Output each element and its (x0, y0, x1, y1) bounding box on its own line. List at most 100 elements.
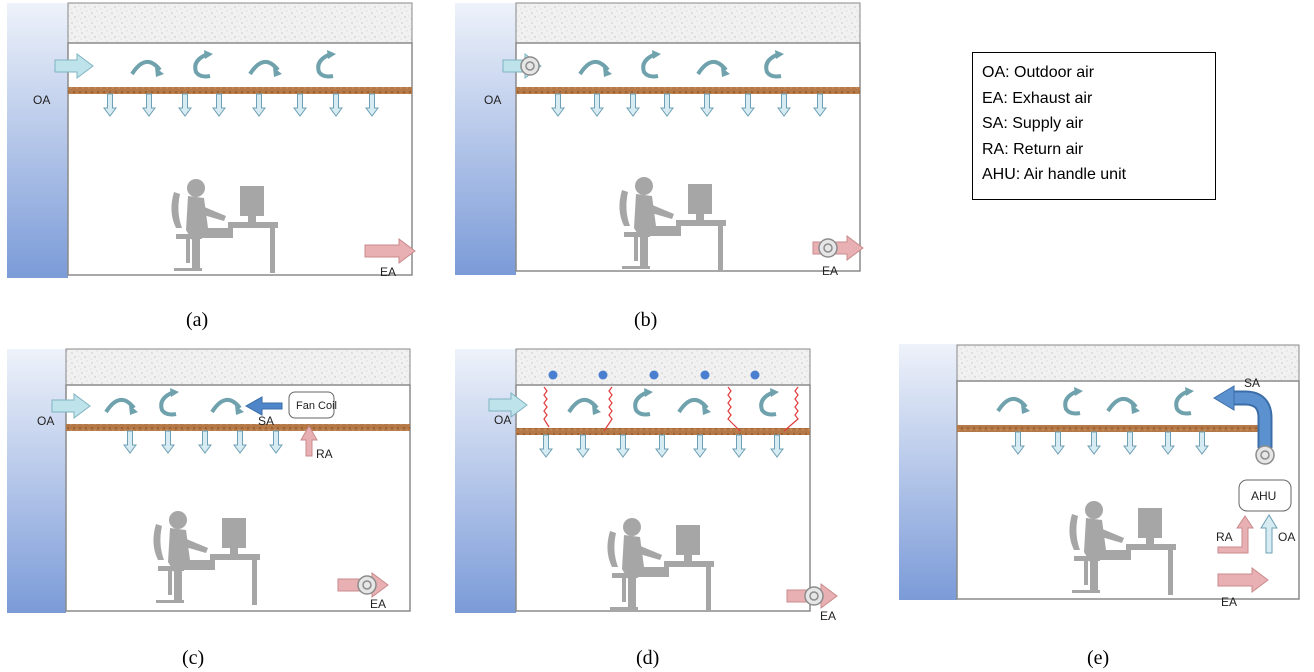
ahu-label: AHU (1251, 489, 1276, 503)
airflow-swirl (578, 59, 614, 79)
spacer-2 (250, 396, 280, 401)
airflow-swirl (996, 396, 1032, 416)
sa-arrowhead (1213, 385, 1235, 411)
down-arrow-icon (365, 93, 379, 117)
airflow-swirl (210, 397, 246, 417)
raised-floor (66, 424, 410, 431)
person-icon (171, 179, 278, 273)
person-icon (607, 518, 714, 612)
ahu-unit (1238, 479, 1292, 512)
ea-label: EA (820, 609, 836, 623)
person-icon (619, 177, 726, 271)
down-arrow-icon (770, 434, 784, 458)
ea-label: EA (370, 597, 386, 611)
airflow-swirl (696, 59, 732, 79)
oa-label: OA (37, 414, 54, 428)
airflow-swirl (159, 386, 181, 417)
down-arrow-icon (551, 93, 565, 117)
fan-coil-unit (288, 391, 335, 419)
down-arrow-icon (741, 93, 755, 117)
airflow-swirl (633, 386, 655, 417)
panel-b: OA EA (b) (455, 2, 864, 331)
legend: OA: Outdoor air EA: Exhaust air SA: Supp… (972, 52, 1216, 200)
airflow-swirl (1174, 385, 1196, 416)
oa-arrow (1260, 514, 1278, 554)
sa-arrow (244, 396, 283, 416)
ceiling-slab (515, 2, 861, 44)
airflow-swirl (759, 386, 781, 417)
airflow-swirl (1063, 385, 1085, 416)
ea-label: EA (1221, 595, 1237, 609)
oa-label: OA (494, 413, 511, 427)
fan-icon (804, 586, 824, 606)
down-arrow-icon (142, 93, 156, 117)
down-arrow-icon (178, 93, 192, 117)
airflow-swirl (641, 48, 663, 79)
fan-icon (818, 238, 838, 258)
down-arrow-icon (1195, 431, 1209, 455)
ea-arrow (1217, 567, 1269, 593)
down-arrow-icon (123, 430, 137, 454)
down-arrow-icon (103, 93, 117, 117)
ceiling-slab (65, 348, 411, 386)
exterior-wall (455, 3, 516, 275)
down-arrow-icon (233, 430, 247, 454)
fan-icon (1255, 445, 1275, 465)
raised-floor (516, 87, 860, 94)
person-icon (153, 511, 260, 605)
down-arrow-icon (329, 93, 343, 117)
down-arrow-icon (590, 93, 604, 117)
down-arrow-icon (161, 430, 175, 454)
ra-arrow (1217, 515, 1254, 554)
down-arrow-icon (1011, 431, 1025, 455)
down-arrow-icon (693, 434, 707, 458)
fan-icon (520, 56, 540, 76)
caption-b: (b) (634, 309, 657, 331)
caption-a: (a) (186, 309, 208, 331)
oa-label: OA (33, 93, 50, 107)
caption-d: (d) (636, 647, 659, 669)
room-outline (956, 380, 1300, 600)
down-arrow-icon (212, 93, 226, 117)
radiant-pipe-icon (598, 370, 608, 380)
panel-a: OA EA (a) (7, 2, 416, 331)
radiant-pipe-icon (700, 370, 710, 380)
person-icon (1069, 501, 1176, 595)
down-arrow-icon (293, 93, 307, 117)
down-arrow-icon (269, 430, 283, 454)
panel-d: OA EA (d) (455, 348, 838, 669)
down-arrow-icon (700, 93, 714, 117)
down-arrow-icon (1161, 431, 1175, 455)
airflow-swirl (1106, 396, 1142, 416)
down-arrow-icon (813, 93, 827, 117)
down-arrow-icon (732, 434, 746, 458)
raised-floor (957, 425, 1269, 432)
exterior-wall (899, 344, 957, 600)
down-arrow-icon (655, 434, 669, 458)
radiant-waves (543, 386, 799, 432)
airflow-swirl (193, 48, 215, 79)
exterior-wall (7, 349, 66, 613)
down-arrow-icon (539, 434, 553, 458)
radiant-pipe-icon (750, 370, 760, 380)
fan-icon (357, 575, 377, 595)
airflow-swirl (567, 397, 603, 417)
airflow-swirl (764, 48, 786, 79)
down-arrow-icon (616, 434, 630, 458)
ra-label: RA (1216, 530, 1233, 544)
ra-label: RA (316, 447, 333, 461)
ceiling-slab (67, 2, 413, 44)
down-arrow-icon (1123, 431, 1137, 455)
legend-item-oa: OA: Outdoor air (982, 64, 1095, 81)
down-arrow-icon (777, 93, 791, 117)
airflow-swirl (130, 59, 166, 79)
room-outline (515, 42, 861, 272)
oa-label: OA (484, 93, 501, 107)
raised-floor (68, 87, 412, 94)
ceiling-slab (515, 348, 811, 386)
legend-item-ahu: AHU: Air handle unit (982, 166, 1127, 183)
exterior-wall (455, 349, 516, 613)
ea-label: EA (380, 265, 396, 279)
legend-item-ra: RA: Return air (982, 140, 1084, 158)
